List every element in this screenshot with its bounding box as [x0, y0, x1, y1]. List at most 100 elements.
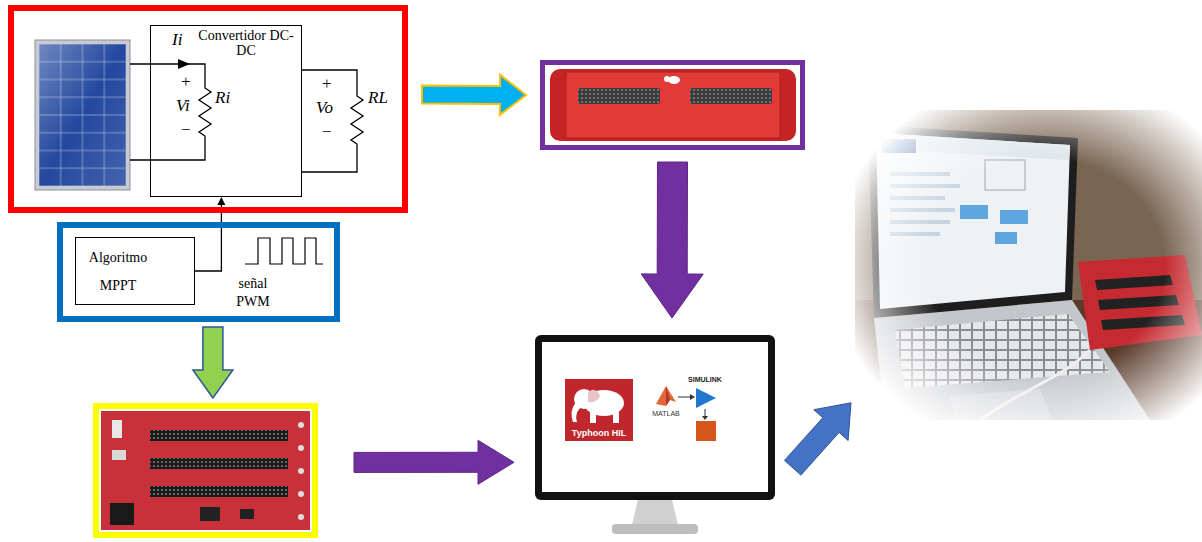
solar-panel	[35, 40, 130, 190]
lab-setup-photo	[985, 160, 1025, 190]
hil-device-frame	[540, 60, 805, 150]
lab-setup-photo	[995, 232, 1017, 244]
lab-setup-photo	[960, 205, 988, 219]
software-name: SIMULINK	[683, 376, 727, 384]
lab-setup-photo	[882, 139, 916, 153]
block-arrow	[785, 403, 852, 475]
converter-circuit	[130, 64, 211, 160]
block-arrow	[422, 75, 526, 115]
matlab-icon	[656, 386, 676, 406]
hil-device	[566, 72, 780, 138]
interface-board	[150, 430, 288, 441]
software-name: MATLAB	[646, 410, 686, 418]
lab-setup-photo	[890, 196, 945, 200]
lab-setup-photo	[1095, 275, 1173, 290]
polarity-sign: −	[181, 120, 191, 140]
interface-board	[112, 420, 122, 438]
lab-setup-photo	[855, 110, 1202, 420]
lab-setup-photo	[1078, 255, 1202, 350]
polarity-sign: +	[322, 74, 332, 94]
monitor: Typhoon HIL MATLAB SIMULINK	[520, 330, 790, 540]
lab-setup-photo	[876, 133, 1070, 309]
block-arrow	[422, 75, 526, 115]
interface-board	[298, 491, 304, 497]
block-arrow	[193, 327, 233, 398]
lab-setup-photo	[890, 220, 950, 224]
interface-board	[150, 458, 288, 469]
matlab-icon	[666, 386, 670, 406]
typhoon-logo	[588, 390, 600, 403]
monitor-outline	[632, 500, 678, 525]
hil-device	[550, 69, 796, 141]
interface-board	[110, 503, 134, 525]
interface-board	[298, 445, 304, 451]
monitor-outline	[612, 524, 698, 534]
lab-setup-photo	[980, 350, 1090, 420]
mppt-box: Algoritmo MPPT	[75, 237, 195, 305]
block-arrow	[641, 162, 703, 318]
signal-label: señal PWM	[228, 275, 278, 311]
lab-setup-photo	[890, 232, 940, 236]
arrowhead	[217, 197, 225, 205]
interface-board	[101, 411, 310, 530]
block-icon	[696, 421, 716, 441]
converter-circuit	[302, 70, 363, 172]
lab-setup-photo	[876, 133, 1070, 160]
typhoon-logo	[565, 379, 633, 441]
pv-converter-region: Convertidor DC-DC	[8, 5, 408, 213]
solar-panel	[35, 40, 130, 190]
interface-board	[200, 507, 220, 521]
interface-board-frame	[93, 403, 318, 538]
lab-setup-photo	[1101, 315, 1185, 330]
monitor-outline	[542, 342, 768, 492]
interface-board	[150, 486, 288, 497]
typhoon-logo	[590, 410, 596, 423]
pwm-waveform	[245, 238, 323, 264]
hil-device	[550, 69, 796, 141]
flow-arrows	[705, 409, 706, 416]
block-arrow	[354, 440, 514, 484]
interface-board	[298, 422, 304, 428]
lab-setup-photo	[895, 314, 1110, 388]
component-label: RL	[368, 88, 388, 108]
lab-setup-photo	[868, 125, 1078, 318]
converter-circuit	[130, 64, 363, 172]
monitor-outline	[535, 335, 775, 500]
lab-setup-photo	[855, 300, 1202, 420]
signal-label: Vi	[176, 96, 190, 116]
signal-label: Vo	[316, 98, 333, 118]
pwm-waveform	[245, 238, 323, 264]
pwm-signal-line	[195, 205, 221, 271]
lab-setup-photo	[890, 172, 950, 176]
hil-device	[578, 88, 660, 104]
component-label: Ri	[215, 88, 230, 108]
flow-arrows	[702, 416, 708, 420]
block-arrow	[641, 162, 703, 318]
lab-setup-photo	[890, 208, 955, 212]
converter-box: Convertidor DC-DC	[150, 25, 302, 197]
typhoon-logo	[613, 410, 619, 423]
converter-title: Convertidor DC-DC	[197, 28, 295, 59]
control-region: Algoritmo MPPT	[57, 222, 340, 322]
polarity-sign: +	[181, 72, 191, 92]
typhoon-logo	[565, 379, 633, 441]
signal-label: Ii	[172, 30, 182, 50]
monitor-outline	[520, 330, 790, 540]
interface-board	[298, 468, 304, 474]
solar-panel	[39, 44, 126, 186]
interface-board	[101, 411, 310, 530]
polarity-sign: −	[322, 122, 332, 142]
setup-photo	[855, 110, 1202, 420]
block-arrow	[193, 327, 233, 398]
interface-board	[240, 509, 254, 519]
block-arrow	[354, 440, 514, 484]
hil-device	[578, 88, 660, 104]
lab-setup-photo	[855, 110, 1202, 420]
hil-device	[690, 88, 772, 104]
current-arrowhead	[178, 59, 190, 69]
interface-board	[150, 430, 288, 441]
matlab-icon	[656, 386, 676, 406]
block-arrow	[785, 403, 852, 475]
logo-text: Typhoon HIL	[565, 428, 633, 438]
interface-board	[298, 514, 304, 520]
